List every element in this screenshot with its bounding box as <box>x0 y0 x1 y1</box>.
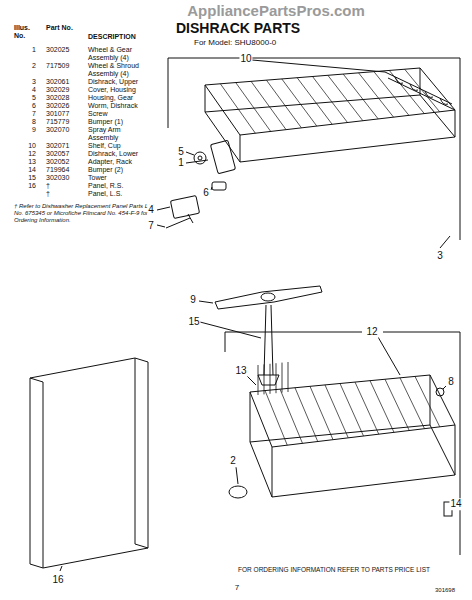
table-cell: Wheel & Shroud Assembly (4) <box>88 62 150 78</box>
table-cell: 302029 <box>46 86 82 94</box>
callout-number: 5 <box>177 146 185 158</box>
table-cell: 15 <box>14 174 36 182</box>
table-cell: 715779 <box>46 118 82 126</box>
table-cell: 10 <box>14 142 36 150</box>
callout-number: 15 <box>187 316 200 328</box>
drawing-code: 301698 <box>434 587 456 594</box>
table-cell: Wheel & Gear Assembly (4) <box>88 46 150 62</box>
callout-number: 2 <box>229 455 237 467</box>
callout-number: 16 <box>51 574 64 586</box>
lower-frame <box>225 332 460 555</box>
model-number: For Model: SHU8000-0 <box>194 38 374 47</box>
bumper <box>436 388 444 396</box>
table-cell: Spray Arm Assembly <box>88 126 150 142</box>
table-cell: Cover, Housing <box>88 86 150 94</box>
lower-dishrack <box>250 362 455 497</box>
table-cell: 3 <box>14 78 36 86</box>
table-cell: 302025 <box>46 46 82 54</box>
table-cell: 302061 <box>46 78 82 86</box>
wheel-gear <box>194 152 206 164</box>
table-cell: 8 <box>14 118 36 126</box>
table-cell: 4 <box>14 86 36 94</box>
table-cell: † <box>46 182 82 190</box>
table-cell: 7 <box>14 110 36 118</box>
worm <box>212 182 226 190</box>
table-cell: Bumper (1) <box>88 118 150 126</box>
table-cell: Dishrack, Upper <box>88 78 150 86</box>
screw <box>166 214 193 228</box>
callout-number: 13 <box>234 365 247 377</box>
callout-number: 14 <box>449 498 462 510</box>
watermark: AppliancePartsPros.com <box>187 2 365 19</box>
table-cell: 302071 <box>46 142 82 150</box>
callout-number: 3 <box>436 250 444 262</box>
table-cell: 719964 <box>46 166 82 174</box>
upper-frame <box>168 58 460 240</box>
table-cell: 302052 <box>46 158 82 166</box>
table-cell: 302030 <box>46 174 82 182</box>
table-cell: 301077 <box>46 110 82 118</box>
callout-number: 7 <box>147 220 155 232</box>
page-number: 7 <box>234 583 240 592</box>
spray-arm <box>215 286 322 309</box>
table-cell: 12 <box>14 150 36 158</box>
table-cell: Screw <box>88 110 150 118</box>
table-cell: Dishrack, Lower <box>88 150 150 158</box>
callout-number: 12 <box>365 326 378 338</box>
table-cell: 1 <box>14 46 36 54</box>
table-cell: Adapter, Rack <box>88 158 150 166</box>
wheel-shroud <box>229 486 247 498</box>
callout-number: 1 <box>177 157 185 169</box>
callout-number: 4 <box>147 204 155 216</box>
table-cell: 14 <box>14 166 36 174</box>
table-cell: 5 <box>14 94 36 102</box>
table-cell: Bumper (2) <box>88 166 150 174</box>
diagram-title: DISHRACK PARTS <box>176 20 300 36</box>
panel <box>30 358 148 568</box>
callout-number: 10 <box>239 53 252 65</box>
table-cell: 302028 <box>46 94 82 102</box>
table-cell: 16 <box>14 182 36 190</box>
callout-number: 8 <box>447 376 455 388</box>
table-cell: 13 <box>14 158 36 166</box>
table-cell: 2 <box>14 62 36 70</box>
upper-dishrack <box>205 68 455 162</box>
table-cell: Panel, R.S. <box>88 182 150 190</box>
table-cell: 302026 <box>46 102 82 110</box>
table-cell: 9 <box>14 126 36 134</box>
table-cell: 717509 <box>46 62 82 70</box>
cup-shelf <box>385 72 455 110</box>
table-cell: † <box>46 190 82 198</box>
table-cell: 6 <box>14 102 36 110</box>
footnote: † Refer to Dishwasher Replacement Panel … <box>14 203 160 224</box>
footer-note: FOR ORDERING INFORMATION REFER TO PARTS … <box>199 566 469 573</box>
table-header: Illus. No. <box>14 24 40 40</box>
gear-housing <box>210 140 235 174</box>
table-cell: 302070 <box>46 126 82 134</box>
callout-number: 6 <box>202 187 210 199</box>
table-cell: Shelf, Cup <box>88 142 150 150</box>
housing-cover <box>170 195 199 218</box>
table-header: DESCRIPTION <box>88 33 150 41</box>
table-cell: 302057 <box>46 150 82 158</box>
table-cell: Housing, Gear <box>88 94 150 102</box>
table-cell: Panel, L.S. <box>88 190 150 198</box>
callout-number: 9 <box>189 294 197 306</box>
table-cell: Tower <box>88 174 150 182</box>
table-header: Part No. <box>46 24 76 32</box>
table-cell: Worm, Dishrack <box>88 102 150 110</box>
